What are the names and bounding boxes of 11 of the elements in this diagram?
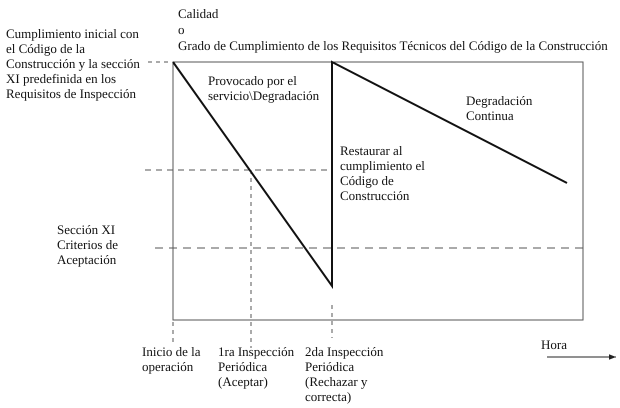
axis-label: Inicio de la operación xyxy=(142,344,202,374)
initial-compliance-text: Cumplimiento inicial con el Código de la Construcción y la sección XI predefinida en los Requisitos de Inspección xyxy=(6,26,141,101)
annotation-text: Degradación Continua xyxy=(466,93,534,123)
axis-label: Sección XI Criterios de Aceptación xyxy=(57,222,120,267)
axis-title: Grado de Cumplimiento de los Requisitos Técnicos del Código de la Construcción xyxy=(178,38,608,53)
axis-title: o xyxy=(178,22,184,37)
annotation-text: Restaurar al cumplimiento el Código de Construcción xyxy=(340,143,426,203)
annotation-text: Provocado por el servicio\Degradación xyxy=(208,73,320,103)
axis-label: Hora xyxy=(541,337,567,352)
axis-label: 2da Inspección Periódica (Rechazar y correcta) xyxy=(305,344,384,404)
axis-title: Calidad xyxy=(178,6,218,21)
